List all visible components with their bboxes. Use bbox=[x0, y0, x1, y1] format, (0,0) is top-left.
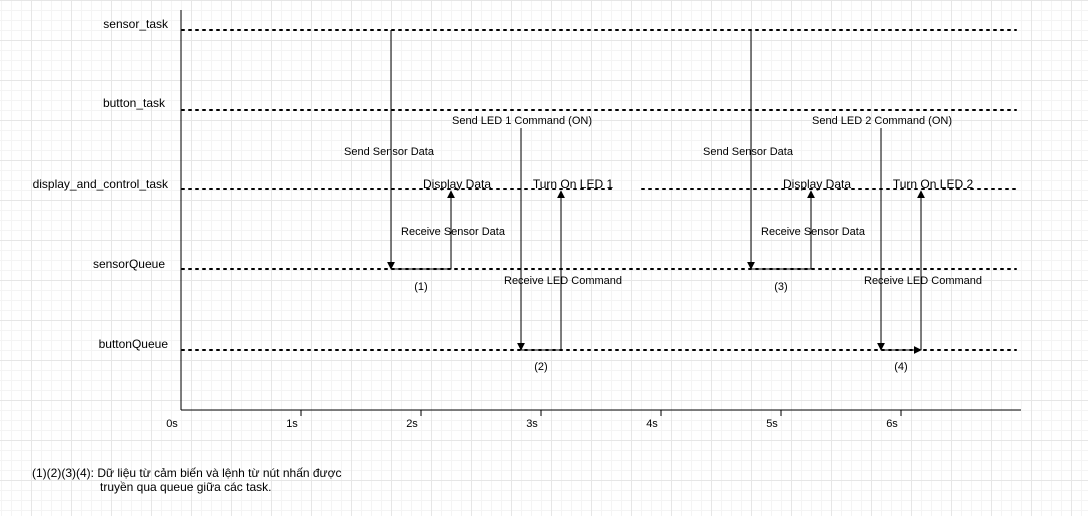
receive-led1-command-arrow bbox=[521, 190, 565, 351]
task-label-button-queue: buttonQueue bbox=[99, 337, 169, 351]
marker-2: (2) bbox=[534, 361, 547, 373]
tick-label-6s: 6s bbox=[886, 418, 898, 430]
marker-4: (4) bbox=[894, 361, 907, 373]
task-label-display-and-control-task: display_and_control_task bbox=[33, 177, 169, 191]
turn-on-led2-label: Turn On LED 2 bbox=[893, 177, 974, 191]
display-data-label-1: Display Data bbox=[423, 177, 491, 191]
receive-sensor-data-label-2: Receive Sensor Data bbox=[761, 226, 866, 238]
task-label-sensor-queue: sensorQueue bbox=[93, 257, 165, 271]
receive-sensor-data-arrow-1 bbox=[391, 190, 455, 270]
send-sensor-data-label-1: Send Sensor Data bbox=[344, 146, 435, 158]
send-led2-command-label: Send LED 2 Command (ON) bbox=[812, 115, 952, 127]
task-label-sensor-task: sensor_task bbox=[103, 17, 169, 31]
tick-label-5s: 5s bbox=[766, 418, 778, 430]
footnote-line-1: (1)(2)(3)(4): Dữ liệu từ cảm biến và lện… bbox=[32, 466, 342, 480]
receive-led-command-label-1: Receive LED Command bbox=[504, 275, 622, 287]
tick-label-0s: 0s bbox=[166, 418, 178, 430]
footnote: (1)(2)(3)(4): Dữ liệu từ cảm biến và lện… bbox=[32, 466, 452, 494]
receive-sensor-data-arrow-2 bbox=[751, 190, 815, 270]
task-label-button-task: button_task bbox=[103, 96, 166, 110]
receive-led-command-label-2: Receive LED Command bbox=[864, 275, 982, 287]
footnote-line-2: truyền qua queue giữa các task. bbox=[100, 480, 272, 494]
tick-label-3s: 3s bbox=[526, 418, 538, 430]
tick-label-4s: 4s bbox=[646, 418, 658, 430]
tick-label-1s: 1s bbox=[286, 418, 298, 430]
receive-sensor-data-label-1: Receive Sensor Data bbox=[401, 226, 506, 238]
marker-1: (1) bbox=[414, 281, 427, 293]
display-data-label-2: Display Data bbox=[783, 177, 851, 191]
turn-on-led1-label: Turn On LED 1 bbox=[533, 177, 614, 191]
marker-3: (3) bbox=[774, 281, 787, 293]
tick-label-2s: 2s bbox=[406, 418, 418, 430]
send-sensor-data-label-2: Send Sensor Data bbox=[703, 146, 794, 158]
send-led1-command-label: Send LED 1 Command (ON) bbox=[452, 115, 592, 127]
